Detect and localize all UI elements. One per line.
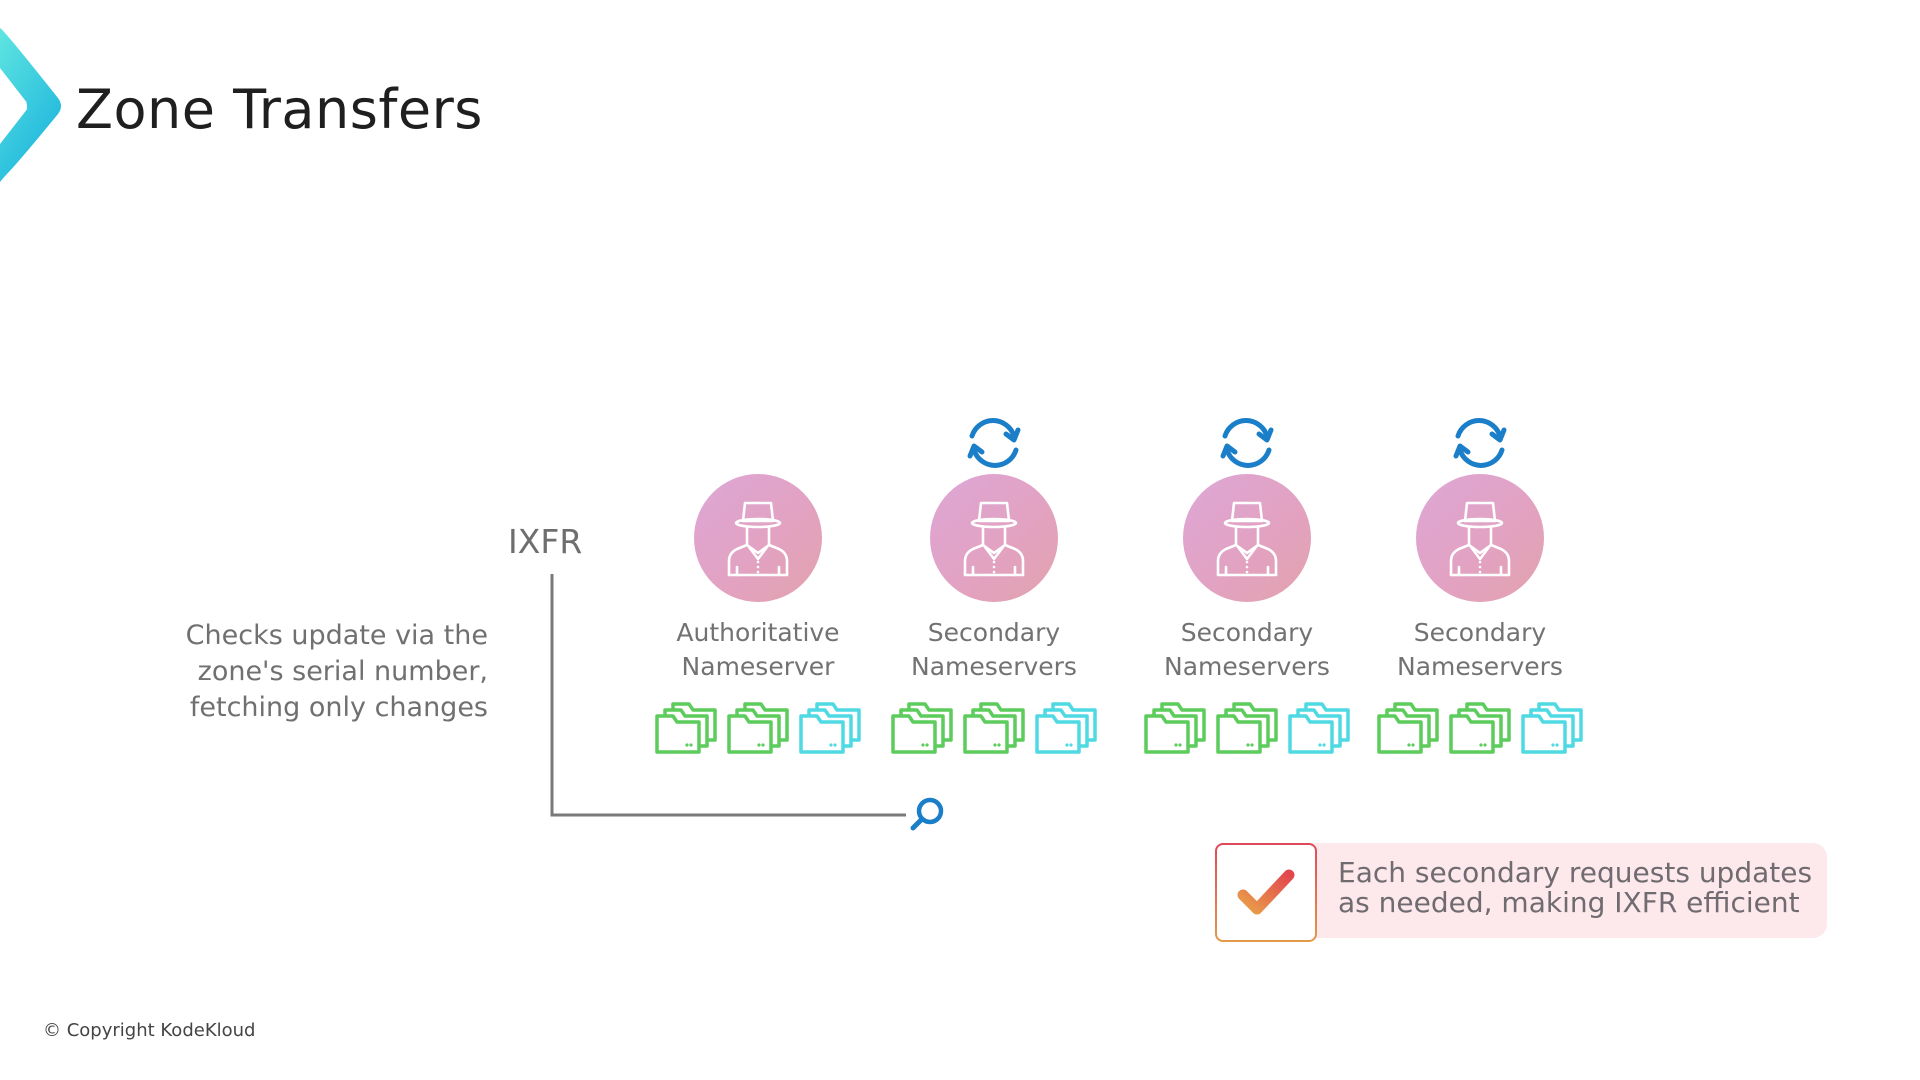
secondary-nameserver-node: Secondary Nameservers <box>879 474 1109 754</box>
avatar <box>694 474 822 602</box>
folder-stack-icon <box>727 702 789 754</box>
folder-stack-icon <box>1144 702 1206 754</box>
node-label-line1: Authoritative <box>676 618 840 647</box>
secondary-nameserver-node: Secondary Nameservers <box>1365 474 1595 754</box>
folder-stack-icon <box>1521 702 1583 754</box>
callout-text: Each secondary requests updates as neede… <box>1338 858 1812 918</box>
folder-stack-icon <box>799 702 861 754</box>
copyright-footer: © Copyright KodeKloud <box>43 1020 256 1041</box>
search-icon <box>910 797 944 831</box>
sync-icon <box>1453 418 1507 468</box>
node-label-line2: Nameservers <box>1397 652 1563 681</box>
zone-files <box>879 698 1109 754</box>
callout-background <box>1300 843 1827 938</box>
folder-stack-icon <box>655 702 717 754</box>
folder-stack-icon <box>963 702 1025 754</box>
folder-stack-icon <box>1035 702 1097 754</box>
folder-stack-icon <box>1288 702 1350 754</box>
zone-files <box>643 698 873 754</box>
description-line: Checks update via the <box>185 620 488 651</box>
sync-icon <box>1220 418 1274 468</box>
node-label-line1: Secondary <box>1180 618 1314 647</box>
folder-stack-icon <box>1377 702 1439 754</box>
avatar <box>930 474 1058 602</box>
description-line: zone's serial number, <box>197 656 488 687</box>
zone-files <box>1132 698 1362 754</box>
node-label-line2: Nameservers <box>911 652 1077 681</box>
folder-stack-icon <box>1216 702 1278 754</box>
callout-line: as needed, making IXFR efficient <box>1338 886 1800 919</box>
chevron-right-icon <box>0 26 61 182</box>
folder-stack-icon <box>891 702 953 754</box>
zone-files <box>1365 698 1595 754</box>
ixfr-label: IXFR <box>508 522 583 561</box>
node-label-line2: Nameservers <box>1164 652 1330 681</box>
node-label-line1: Secondary <box>1413 618 1547 647</box>
avatar <box>1416 474 1544 602</box>
sync-icon <box>967 418 1021 468</box>
person-with-hat-icon <box>963 501 1025 577</box>
folder-stack-icon <box>1449 702 1511 754</box>
callout-icon-box <box>1215 843 1317 942</box>
person-with-hat-icon <box>1216 501 1278 577</box>
slide-title: Zone Transfers <box>76 78 483 141</box>
callout-line: Each secondary requests updates <box>1338 856 1813 889</box>
ixfr-description: Checks update via the zone's serial numb… <box>170 618 488 726</box>
person-with-hat-icon <box>1449 501 1511 577</box>
avatar <box>1183 474 1311 602</box>
node-label-line1: Secondary <box>927 618 1061 647</box>
description-line: fetching only changes <box>189 692 488 723</box>
authoritative-nameserver-node: Authoritative Nameserver <box>643 474 873 754</box>
checkmark-icon <box>1237 869 1295 914</box>
node-label-line2: Nameserver <box>681 652 835 681</box>
person-with-hat-icon <box>727 501 789 577</box>
secondary-nameserver-node: Secondary Nameservers <box>1132 474 1362 754</box>
